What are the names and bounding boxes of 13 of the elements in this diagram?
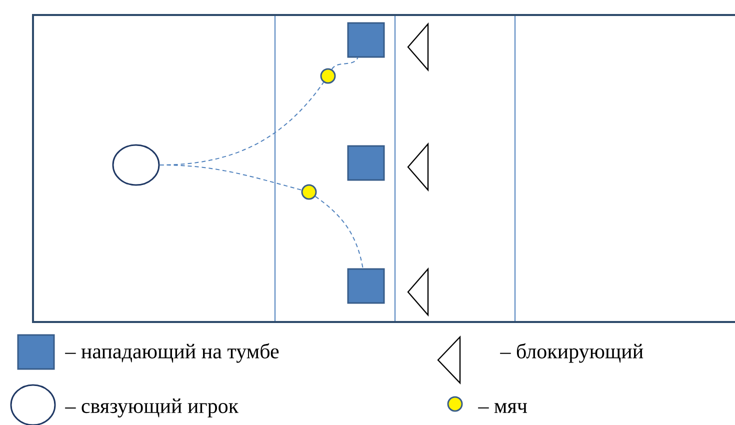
ball-circle [320, 68, 336, 84]
pass-trajectory [159, 164, 302, 190]
legend-text: – связующий игрок [65, 398, 239, 418]
attacker-square [347, 268, 385, 304]
setter-circle [112, 144, 160, 186]
pass-trajectory [331, 57, 358, 70]
legend-text: – нападающий на тумбе [65, 343, 279, 363]
attacker-square [347, 145, 385, 181]
legend-text: – блокирующий [500, 343, 644, 363]
ball-circle [301, 184, 317, 200]
legend-text: – мяч [478, 403, 527, 413]
attacker-square [347, 22, 385, 58]
pass-trajectory [314, 196, 364, 269]
